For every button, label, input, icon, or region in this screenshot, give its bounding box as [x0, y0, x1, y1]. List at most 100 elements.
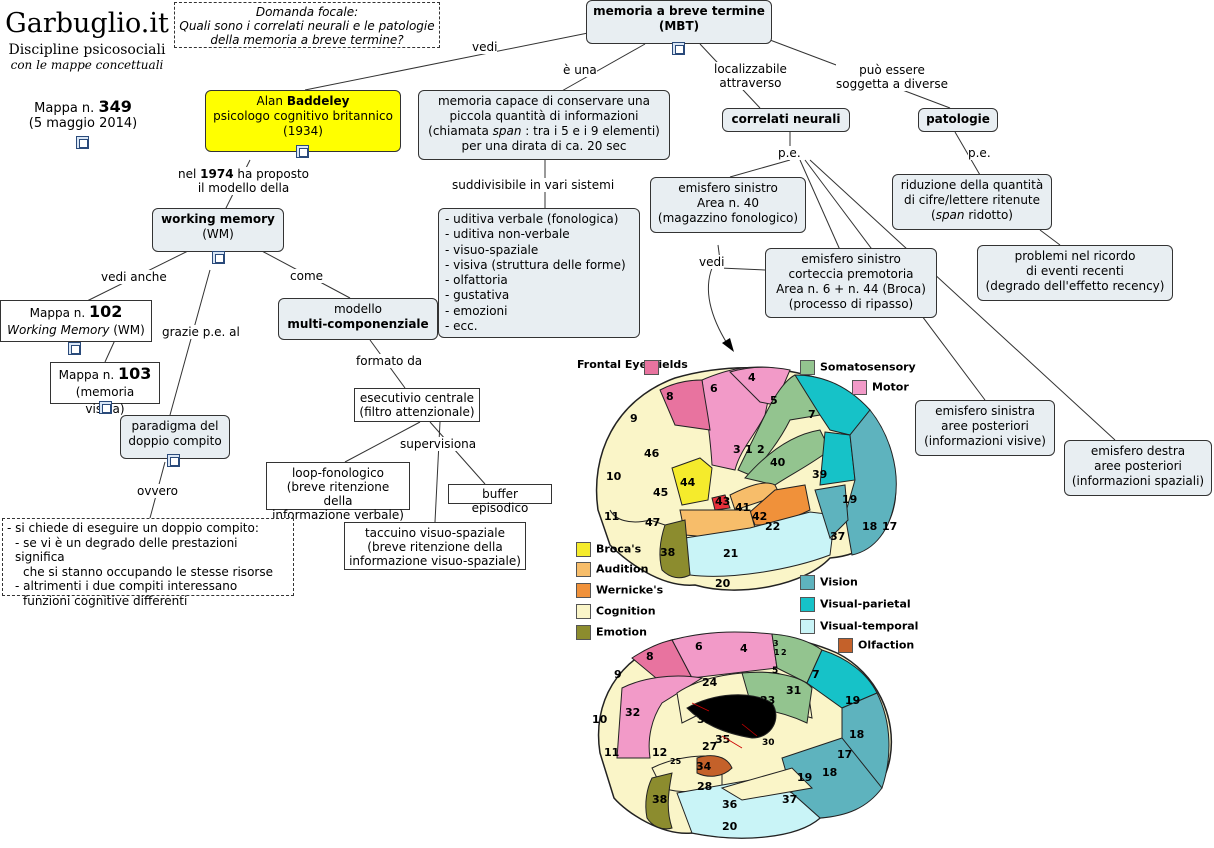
svg-text:24: 24	[702, 676, 718, 689]
node-riduzione[interactable]: riduzione della quantità di cifre/letter…	[892, 174, 1052, 230]
svg-text:19: 19	[845, 694, 860, 707]
node-area-40[interactable]: emisfero sinistro Area n. 40 (magazzino …	[650, 177, 806, 233]
brand-title: Garbuglio.it	[5, 8, 169, 39]
svg-text:4: 4	[740, 642, 748, 655]
svg-text:21: 21	[723, 547, 738, 560]
legend-wernicke: Wernicke's	[576, 583, 663, 598]
svg-text:20: 20	[722, 820, 738, 833]
legend-somatosensory: Somatosensory	[800, 360, 916, 375]
node-aree-destra[interactable]: emisfero destra aree posteriori (informa…	[1064, 440, 1212, 496]
link-label: localizzabile attraverso	[714, 62, 787, 90]
svg-text:12: 12	[652, 746, 667, 759]
svg-text:10: 10	[606, 470, 622, 483]
svg-text:2: 2	[781, 648, 787, 657]
svg-text:23: 23	[760, 694, 775, 707]
node-problemi[interactable]: problemi nel ricordo di eventi recenti (…	[977, 245, 1173, 301]
node-taccuino[interactable]: taccuino visuo-spaziale (breve ritenzion…	[344, 522, 526, 570]
concept-map-icon[interactable]	[99, 401, 112, 414]
node-map-103[interactable]: Mappa n. 103 (memoria visiva)	[50, 362, 160, 416]
concept-map-icon[interactable]	[76, 136, 89, 149]
document-icon[interactable]	[296, 145, 309, 158]
link-label: ovvero	[137, 484, 178, 498]
document-icon[interactable]	[212, 251, 225, 264]
concept-map-icon[interactable]	[68, 342, 81, 355]
svg-text:29: 29	[727, 722, 742, 735]
svg-text:47: 47	[645, 516, 660, 529]
link-label: vedi	[472, 40, 498, 54]
node-modello[interactable]: modello multi-componenziale	[278, 298, 438, 340]
svg-text:17: 17	[837, 748, 852, 761]
document-icon[interactable]	[672, 42, 685, 55]
node-working-memory[interactable]: working memory (WM)	[152, 208, 284, 252]
brand-block: Garbuglio.it Discipline psicosociali con…	[2, 8, 172, 72]
node-mbt[interactable]: memoria a breve termine (MBT)	[586, 0, 772, 44]
link-label: può essere soggetta a diverse	[836, 63, 948, 91]
node-definition[interactable]: memoria capace di conservare una piccola…	[418, 90, 670, 160]
node-premotoria[interactable]: emisfero sinistro corteccia premotoria A…	[765, 248, 937, 318]
legend-emotion: Emotion	[576, 625, 647, 640]
svg-text:10: 10	[592, 713, 608, 726]
node-loop-fonologico[interactable]: loop-fonologico (breve ritenzione della …	[266, 462, 410, 522]
svg-text:45: 45	[653, 486, 668, 499]
link-label: come	[290, 269, 324, 283]
map-date: (5 maggio 2014)	[18, 117, 148, 131]
node-baddeley[interactable]: Alan Baddeley psicologo cognitivo britan…	[205, 90, 401, 152]
svg-text:17: 17	[882, 520, 897, 533]
node-aree-sinistra[interactable]: emisfero sinistra aree posteriori (infor…	[915, 400, 1055, 456]
node-correlati-neurali[interactable]: correlati neurali	[722, 108, 850, 132]
svg-text:37: 37	[830, 530, 845, 543]
svg-text:31: 31	[786, 684, 801, 697]
svg-text:44: 44	[680, 476, 696, 489]
link-label: grazie p.e. al	[162, 325, 240, 339]
svg-text:33: 33	[697, 713, 712, 726]
svg-text:42: 42	[752, 510, 767, 523]
link-label: nel 1974 ha proposto il modello della	[178, 167, 310, 195]
document-icon[interactable]	[167, 454, 180, 467]
node-buffer-episodico[interactable]: buffer episodico	[448, 484, 552, 515]
legend-visual-temporal: Visual-temporal	[800, 619, 918, 634]
node-esecutivo[interactable]: esecutivio centrale (filtro attenzionale…	[354, 388, 480, 422]
svg-text:18: 18	[862, 520, 877, 533]
svg-text:11: 11	[604, 746, 619, 759]
svg-text:18: 18	[849, 728, 864, 741]
node-sistemi-list[interactable]: - uditiva verbale (fonologica) - uditiva…	[438, 208, 640, 338]
node-patologie[interactable]: patologie	[918, 108, 998, 132]
svg-text:2: 2	[757, 443, 765, 456]
svg-text:43: 43	[715, 495, 730, 508]
link-label: suddivisibile in vari sistemi	[452, 178, 615, 192]
svg-text:46: 46	[644, 447, 660, 460]
svg-text:39: 39	[812, 468, 827, 481]
focal-question: Domanda focale: Quali sono i correlati n…	[174, 2, 440, 48]
svg-text:8: 8	[666, 390, 674, 403]
svg-text:26: 26	[733, 708, 749, 721]
svg-text:7: 7	[812, 668, 820, 681]
svg-text:32: 32	[625, 706, 640, 719]
svg-text:22: 22	[765, 520, 780, 533]
link-label: vedi	[699, 255, 725, 269]
link-label: supervisiona	[400, 437, 477, 451]
svg-text:37: 37	[782, 793, 797, 806]
svg-text:7: 7	[808, 408, 816, 421]
svg-text:3: 3	[773, 639, 779, 648]
svg-text:8: 8	[646, 650, 654, 663]
link-label: p.e.	[778, 146, 801, 160]
svg-text:3: 3	[733, 443, 741, 456]
svg-text:18: 18	[822, 766, 837, 779]
svg-text:9: 9	[630, 412, 638, 425]
svg-text:19: 19	[842, 493, 857, 506]
brand-subtitle: Discipline psicosociali	[8, 42, 166, 58]
svg-text:19: 19	[797, 771, 812, 784]
svg-text:27: 27	[702, 740, 717, 753]
svg-text:36: 36	[722, 798, 738, 811]
svg-text:1: 1	[745, 443, 753, 456]
node-paradigma[interactable]: paradigma del doppio compito	[120, 415, 230, 459]
legend-frontal-eye: Frontal Eye Fields	[577, 358, 688, 371]
svg-text:5: 5	[772, 666, 778, 676]
svg-text:5: 5	[770, 394, 778, 407]
node-map-102[interactable]: Mappa n. 102 Working Memory (WM)	[0, 300, 152, 342]
link-label: formato da	[356, 354, 423, 368]
svg-text:9: 9	[614, 668, 622, 681]
link-label: p.e.	[968, 146, 991, 160]
